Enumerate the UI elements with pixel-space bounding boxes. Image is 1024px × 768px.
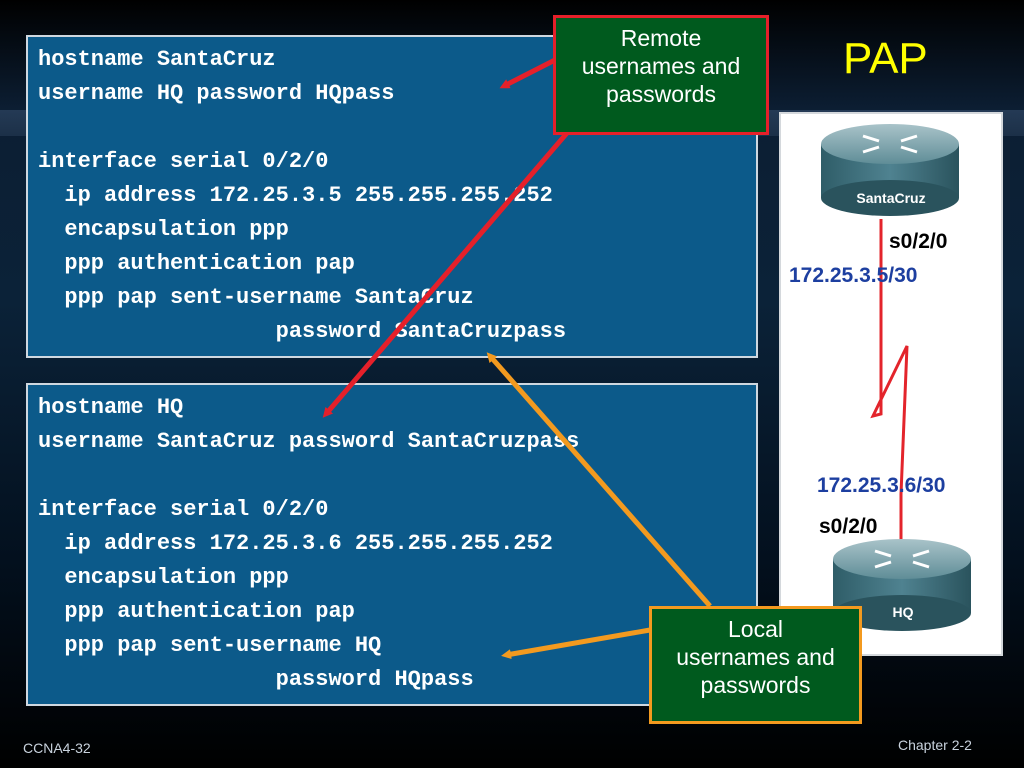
code-line: interface serial 0/2/0 (38, 497, 329, 522)
code-line: ppp authentication pap (38, 251, 355, 276)
hq-ip-label: 172.25.3.6/30 (817, 474, 946, 497)
code-line: interface serial 0/2/0 (38, 149, 329, 174)
local-credentials-callout: Local usernames and passwords (649, 606, 862, 724)
remote-arrow-to-hq (322, 131, 569, 418)
local-arrow-to-hq (501, 627, 651, 660)
callout-line: usernames and (676, 644, 835, 670)
local-arrow-to-santacruz (486, 352, 712, 608)
santacruz-interface-label: s0/2/0 (889, 230, 948, 253)
callout-line: usernames and (581, 53, 741, 79)
code-line: username HQ password HQpass (38, 81, 395, 106)
hq-router-label: HQ (892, 604, 914, 620)
footer-left: CCNA4-32 (23, 740, 91, 756)
code-line: hostname SantaCruz (38, 47, 276, 72)
serial-link (870, 219, 909, 554)
callout-line: Local (728, 616, 783, 642)
code-line: encapsulation ppp (38, 565, 289, 590)
remote-credentials-callout: Remote usernames and passwords (553, 15, 769, 135)
topology-diagram: SantaCruz HQ s0/2/0 172.25.3.5/30 172.25… (779, 112, 1003, 656)
hq-config-box: hostname HQ username SantaCruz password … (26, 383, 758, 706)
santacruz-ip-label: 172.25.3.5/30 (789, 264, 918, 287)
slide-title: PAP (843, 34, 928, 83)
hq-interface-label: s0/2/0 (819, 515, 878, 538)
code-line: hostname HQ (38, 395, 184, 420)
callout-line: Remote (620, 25, 702, 51)
code-line: ppp authentication pap (38, 599, 355, 624)
footer-right: Chapter 2-2 (898, 737, 972, 753)
code-line: password SantaCruzpass (38, 319, 567, 344)
code-line: ppp pap sent-username HQ (38, 633, 382, 658)
callout-line: passwords (606, 81, 716, 107)
code-line: ip address 172.25.3.6 255.255.255.252 (38, 531, 553, 556)
santacruz-router-icon (821, 124, 959, 216)
topology-drawing (821, 124, 971, 631)
code-line: username SantaCruz password SantaCruzpas… (38, 429, 580, 454)
code-line: encapsulation ppp (38, 217, 289, 242)
hq-router-icon (833, 539, 971, 631)
callout-line: passwords (700, 672, 811, 698)
code-line: password HQpass (38, 667, 474, 692)
santacruz-router-label: SantaCruz (856, 190, 926, 206)
code-line: ppp pap sent-username SantaCruz (38, 285, 474, 310)
remote-arrow-to-santacruz (499, 57, 557, 89)
